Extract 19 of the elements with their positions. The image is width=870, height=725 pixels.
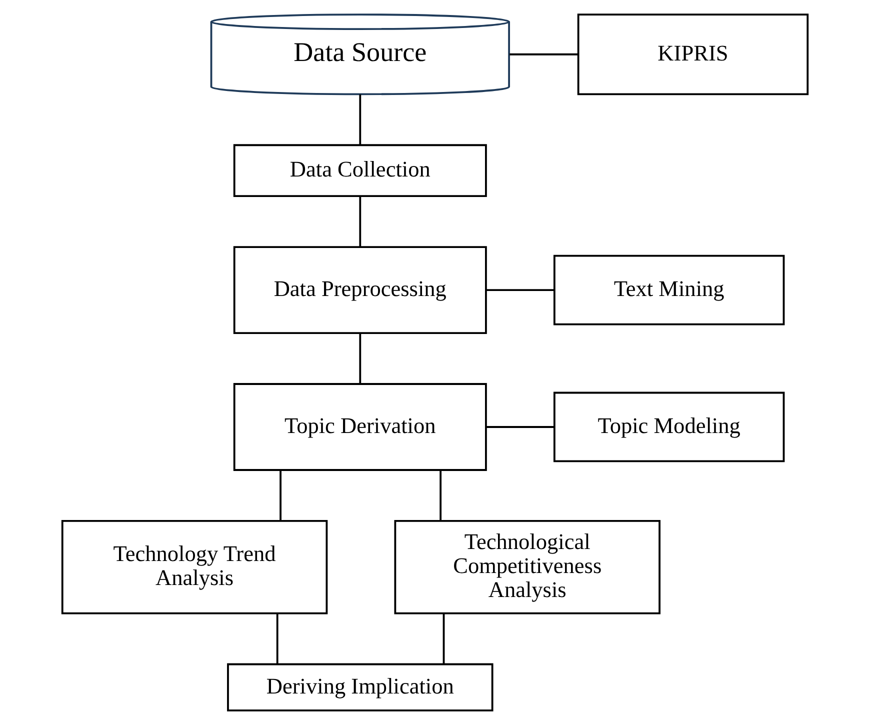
connector (276, 614, 278, 664)
node-box: Topic Modeling (553, 392, 785, 462)
connector (359, 94, 362, 146)
node-box: Text Mining (553, 254, 785, 326)
connector (442, 614, 445, 664)
connector (486, 426, 554, 428)
connector (440, 470, 442, 521)
connector (486, 289, 554, 291)
node-box: Technology Trend Analysis (61, 520, 328, 614)
connector (280, 470, 282, 521)
node-box: Topic Derivation (233, 383, 487, 471)
node-box: Data Collection (233, 144, 487, 198)
connector (359, 333, 362, 384)
connector (359, 196, 362, 247)
node-box: Data Preprocessing (233, 246, 487, 334)
node-box: Technological Competitiveness Analysis (394, 520, 660, 614)
node-box: KIPRIS (577, 14, 809, 96)
node-box: Deriving Implication (227, 663, 494, 712)
connector (510, 53, 578, 56)
